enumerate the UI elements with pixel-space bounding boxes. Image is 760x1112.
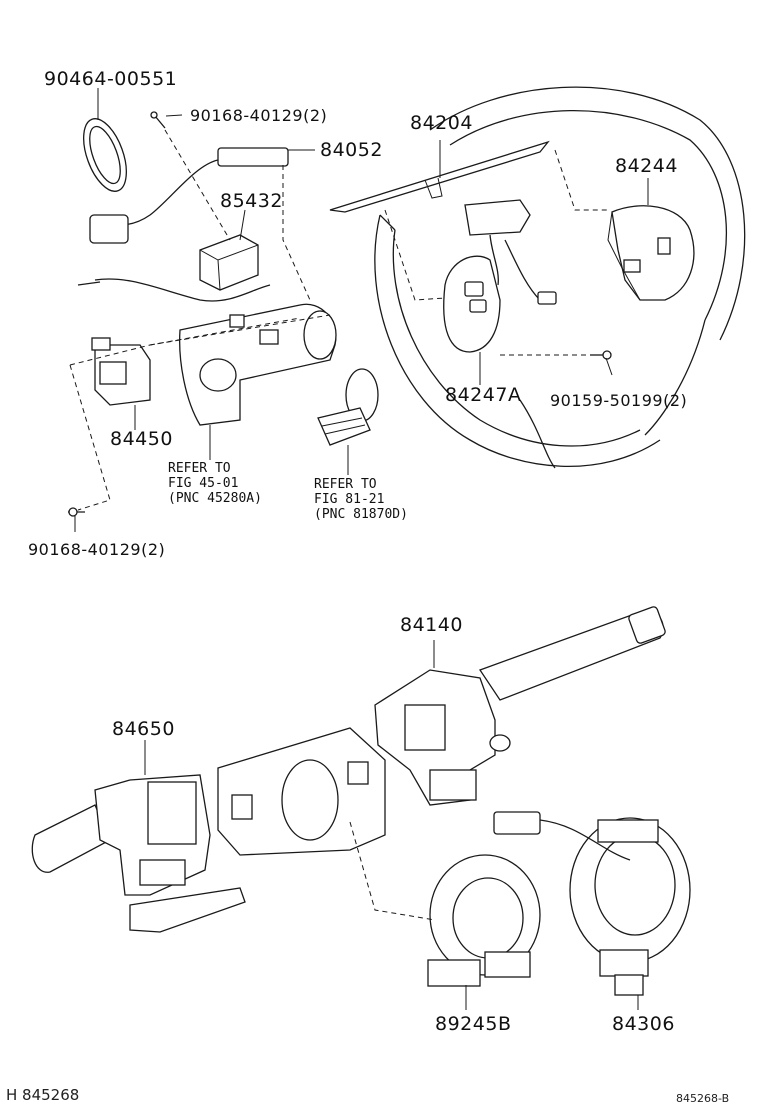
screw-drawings bbox=[68, 111, 612, 517]
label-89245B: 89245B bbox=[435, 1013, 512, 1035]
part-81870D-drawing bbox=[317, 368, 379, 446]
switch-84650-drawing bbox=[31, 774, 246, 933]
reference-note-line: (PNC 45280A) bbox=[168, 491, 262, 506]
pad-drawing bbox=[607, 205, 695, 301]
top-leader-lines bbox=[74, 88, 649, 532]
label-90464-00551: 90464-00551 bbox=[44, 68, 178, 90]
column-lock-drawing bbox=[179, 303, 337, 426]
spiral-cable-89245B-drawing bbox=[427, 854, 541, 987]
switch-84247A-drawing bbox=[443, 199, 557, 353]
trim-strip-drawing bbox=[329, 140, 550, 213]
harness-84052-drawing bbox=[77, 147, 289, 302]
label-84247A: 84247A bbox=[445, 384, 522, 406]
reference-note-line: (PNC 81870D) bbox=[314, 507, 408, 522]
reference-note-line: FIG 45-01 bbox=[168, 476, 239, 491]
label-84204: 84204 bbox=[410, 112, 473, 134]
switch-body-drawing bbox=[217, 727, 386, 856]
top-guide-lines bbox=[69, 129, 608, 511]
bottom-leader-lines bbox=[144, 640, 639, 1010]
label-90159-50199: 90159-50199(2) bbox=[550, 391, 688, 410]
reference-note-line: REFER TO bbox=[314, 477, 377, 492]
ring-drawing bbox=[83, 118, 127, 192]
label-85432: 85432 bbox=[220, 190, 283, 212]
switch-84450-drawing bbox=[91, 337, 151, 406]
label-84450: 84450 bbox=[110, 428, 173, 450]
label-90168-40129-top: 90168-40129(2) bbox=[190, 106, 328, 125]
label-84306: 84306 bbox=[612, 1013, 675, 1035]
steering-wheel-drawing bbox=[374, 86, 746, 469]
switch-84140-drawing bbox=[374, 606, 666, 806]
label-84052: 84052 bbox=[320, 139, 383, 161]
footer-figure-ref: 845268-B bbox=[676, 1092, 730, 1105]
label-84244: 84244 bbox=[615, 155, 678, 177]
bottom-guide-lines bbox=[349, 821, 436, 921]
label-90168-40129-bottom: 90168-40129(2) bbox=[28, 540, 166, 559]
reference-note-line: REFER TO bbox=[168, 461, 231, 476]
reference-note-fig-45-01: REFER TO FIG 45-01 (PNC 45280A) bbox=[168, 461, 262, 506]
label-84140: 84140 bbox=[400, 614, 463, 636]
spiral-cable-84306-drawing bbox=[493, 811, 691, 996]
reference-note-line: FIG 81-21 bbox=[314, 492, 385, 507]
module-85432-drawing bbox=[199, 234, 259, 291]
reference-note-fig-81-21: REFER TO FIG 81-21 (PNC 81870D) bbox=[314, 477, 408, 522]
footer-figure-code: H 845268 bbox=[6, 1086, 80, 1104]
label-84650: 84650 bbox=[112, 718, 175, 740]
